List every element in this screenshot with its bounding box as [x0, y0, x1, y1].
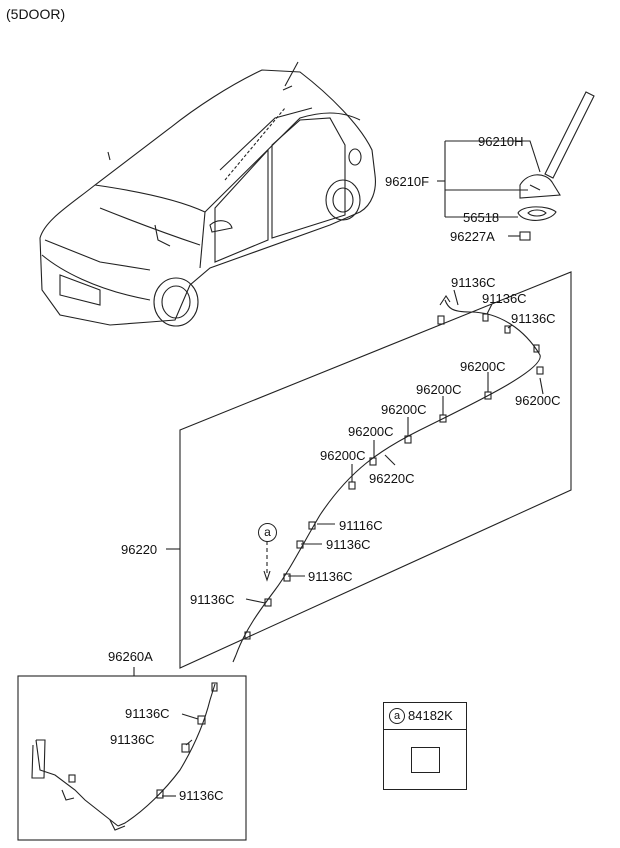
legend-marker: a: [389, 708, 405, 724]
part-label-96260a: 96260A: [108, 649, 153, 664]
clip-label-96200c: 96200C: [460, 359, 506, 374]
clip-label-96200c: 96200C: [381, 402, 427, 417]
callout-a-marker: a: [258, 523, 277, 542]
clip-label: 91136C: [190, 592, 235, 607]
clip-label: 91136C: [179, 788, 224, 803]
antenna-illustration: [437, 91, 595, 241]
legend-part-number: 84182K: [408, 708, 453, 723]
part-label-96220: 96220: [121, 542, 158, 557]
clip-label-96200c: 96200C: [416, 382, 462, 397]
clip-label-91116c: 91116C: [339, 518, 383, 533]
part-label-96210f: 96210F: [385, 174, 430, 189]
part-label-96220c: 96220C: [369, 471, 415, 486]
harness-box-outline: [179, 271, 572, 669]
clip-label-96200c: 96200C: [320, 448, 366, 463]
clip-label: 91136C: [110, 732, 155, 747]
legend-header: a 84182K: [384, 703, 466, 730]
clip-label: 91136C: [482, 291, 527, 306]
clip-label-96200c: 96200C: [348, 424, 394, 439]
lower-harness-box: [17, 675, 247, 841]
clip-label-96200c: 96200C: [515, 393, 561, 408]
part-label-96227a: 96227A: [450, 229, 495, 244]
car-illustration: [39, 61, 376, 327]
clip-label: 91136C: [308, 569, 353, 584]
clip-label: 91136C: [326, 537, 371, 552]
part-label-96210h: 96210H: [478, 134, 524, 149]
clip-label: 91136C: [511, 311, 556, 326]
page-title: (5DOOR): [6, 6, 66, 22]
lower-harness-wire: [31, 682, 218, 831]
clip-label: 91136C: [125, 706, 170, 721]
part-label-56518: 56518: [463, 210, 500, 225]
legend-part-illustration: [411, 747, 440, 773]
legend-box: a 84182K: [383, 702, 467, 790]
clip-label: 91136C: [451, 275, 496, 290]
